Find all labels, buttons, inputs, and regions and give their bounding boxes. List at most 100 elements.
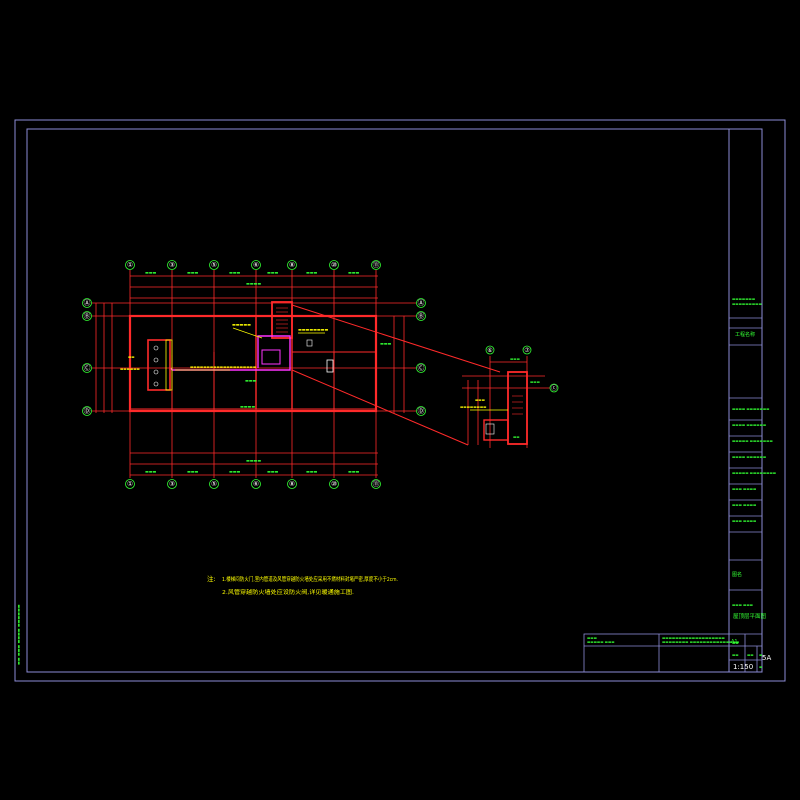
axis-bubble-label: ⑪: [373, 261, 380, 269]
svg-text:▬▬▬: ▬▬▬: [267, 469, 279, 474]
axis-bubble-circle: [549, 383, 559, 393]
axis-bubble-right: Ⓐ: [416, 298, 426, 308]
axis-bubble-circle: [82, 311, 92, 321]
svg-text:▬▬▬: ▬▬▬: [229, 469, 241, 474]
axis-bubble-label: Ⓓ: [84, 407, 91, 415]
axis-bubble-circle: [485, 345, 495, 355]
axis-bubble-left: Ⓓ: [82, 406, 92, 416]
svg-text:▬▬▬▬▬ ▬▬▬▬▬▬▬: ▬▬▬▬▬ ▬▬▬▬▬▬▬: [732, 439, 773, 443]
svg-text:▬▬▬▬ ▬▬▬▬▬▬▬: ▬▬▬▬ ▬▬▬▬▬▬▬: [732, 407, 770, 411]
svg-text:▬▬▬▬▬▬▬▬▬▬▬▬▬▬▬▬▬▬▬: ▬▬▬▬▬▬▬▬▬▬▬▬▬▬▬▬▬▬▬: [662, 636, 725, 640]
axis-bubble-label: ①: [127, 261, 133, 269]
axis-bubble-bottom: ⑩: [329, 479, 339, 489]
detail-axis-bubble-right: ⓒ: [549, 383, 559, 393]
axis-bubble-label: ③: [169, 261, 175, 269]
svg-text:▬▬▬▬: ▬▬▬▬: [246, 281, 261, 286]
svg-text:▬▬▬: ▬▬▬: [348, 469, 360, 474]
axis-bubble-label: ③: [169, 480, 175, 488]
axis-bubble-label: Ⓑ: [84, 312, 91, 320]
svg-text:▬▬▬ ▬▬▬: ▬▬▬ ▬▬▬: [732, 603, 753, 607]
svg-text:▬▬▬: ▬▬▬: [475, 398, 485, 402]
axis-bubble-label: ①: [127, 480, 133, 488]
axis-bubble-label: Ⓓ: [418, 407, 425, 415]
svg-text:▬▬▬▬▬▬: ▬▬▬▬▬▬: [120, 367, 140, 371]
axis-bubble-top: ①: [125, 260, 135, 270]
axis-bubble-top: ③: [167, 260, 177, 270]
svg-text:▬▬▬▬▬ ▬▬▬▬▬▬▬▬: ▬▬▬▬▬ ▬▬▬▬▬▬▬▬: [732, 471, 776, 475]
axis-bubble-circle: [125, 479, 135, 489]
sheet-number: 5A: [762, 654, 771, 662]
axis-bubble-label: Ⓒ: [84, 364, 91, 372]
svg-text:▬▬: ▬▬: [732, 653, 739, 657]
svg-text:▬▬▬▬▬▬▬▬ ▬▬▬▬▬▬▬▬▬▬▬▬▬▬▬: ▬▬▬▬▬▬▬▬ ▬▬▬▬▬▬▬▬▬▬▬▬▬▬▬: [662, 640, 739, 644]
axis-bubble-label: ⑩: [331, 480, 337, 488]
axis-bubble-top: ⑪: [371, 260, 381, 270]
axis-bubble-circle: [416, 311, 426, 321]
axis-bubble-circle: [82, 298, 92, 308]
svg-text:▬▬▬▬ ▬▬▬▬▬▬: ▬▬▬▬ ▬▬▬▬▬▬: [732, 455, 766, 459]
svg-text:▬▬▬▬▬ ▬▬▬: ▬▬▬▬▬ ▬▬▬: [587, 640, 615, 644]
axis-bubble-label: ⑥: [253, 480, 259, 488]
title-block: ▬▬▬▬▬▬▬ ▬▬▬▬▬▬▬▬▬ ▬▬▬▬ ▬▬▬▬▬▬▬ ▬▬▬▬ ▬▬▬▬…: [583, 297, 776, 673]
axis-bubble-label: Ⓐ: [84, 299, 91, 307]
axis-bubble-circle: [125, 260, 135, 270]
axis-bubble-label: ⑩: [331, 261, 337, 269]
axis-bubble-bottom: ①: [125, 479, 135, 489]
svg-text:▬▬▬▬ ▬▬▬▬▬▬: ▬▬▬▬ ▬▬▬▬▬▬: [732, 423, 766, 427]
axis-bubble-label: ⑦: [524, 347, 530, 354]
axis-bubble-top: ⑧: [287, 260, 297, 270]
axis-bubble-label: Ⓐ: [418, 299, 425, 307]
axis-bubble-label: ⑥: [253, 261, 259, 269]
axis-bubble-top: ⑤: [209, 260, 219, 270]
axis-bubble-top: ⑩: [329, 260, 339, 270]
svg-text:▬▬▬▬▬▬▬▬: ▬▬▬▬▬▬▬▬: [298, 327, 328, 332]
svg-text:▬▬: ▬▬: [732, 641, 739, 645]
svg-text:▬▬: ▬▬: [128, 355, 135, 359]
svg-text:▬▬▬▬▬: ▬▬▬▬▬: [232, 322, 251, 327]
axis-bubble-bottom: ③: [167, 479, 177, 489]
axis-bubble-left: Ⓒ: [82, 363, 92, 373]
axis-bubble-bottom: ⑤: [209, 479, 219, 489]
axis-bubble-bottom: ⑧: [287, 479, 297, 489]
axis-bubble-label: ⑤: [211, 480, 217, 488]
general-notes: 注: 1.楼梯间防火门,室内管道及风管穿越防火墙处应采用不燃材料封堵严密,厚度不…: [207, 574, 398, 596]
axis-bubble-right: Ⓑ: [416, 311, 426, 321]
axis-bubble-left: Ⓑ: [82, 311, 92, 321]
axis-bubble-circle: [522, 345, 532, 355]
svg-text:▬▬▬▬▬▬▬: ▬▬▬▬▬▬▬: [732, 297, 755, 301]
main-floor-plan: ▬▬▬▬▬ ▬▬▬▬▬▬▬▬ ▬▬▬▬▬▬▬▬▬▬▬▬▬▬▬▬▬▬▬▬ ▬▬▬▬…: [92, 270, 416, 478]
axis-bubble-circle: [416, 363, 426, 373]
axis-bubble-circle: [167, 479, 177, 489]
axis-bubble-label: ⑥: [487, 347, 492, 354]
svg-text:▬▬▬: ▬▬▬: [348, 270, 360, 275]
axis-bubble-circle: [209, 479, 219, 489]
detail-callout-line-top: [291, 304, 501, 373]
drawing-name: 屋顶层平面图: [733, 612, 767, 620]
svg-text:▬▬▬: ▬▬▬: [245, 378, 257, 383]
notes-line-2: 2.风管穿越防火墙处应设防火阀,详见暖通施工图.: [222, 588, 354, 596]
notes-prefix: 注:: [207, 574, 216, 583]
axis-bubble-bottom: ⑪: [371, 479, 381, 489]
axis-bubble-circle: [167, 260, 177, 270]
svg-text:▬: ▬: [759, 653, 762, 657]
axis-bubble-top: ⑥: [251, 260, 261, 270]
axis-bubble-label: ⑪: [373, 480, 380, 488]
axis-bubble-right: Ⓓ: [416, 406, 426, 416]
svg-text:▬▬▬▬▬▬▬▬▬▬▬▬▬▬▬▬▬▬▬▬: ▬▬▬▬▬▬▬▬▬▬▬▬▬▬▬▬▬▬▬▬: [190, 365, 256, 369]
axis-bubble-circle: [416, 406, 426, 416]
axis-bubble-circle: [82, 406, 92, 416]
axis-bubble-label: ⑤: [211, 261, 217, 269]
svg-text:▬▬▬▬▬▬▬▬▬: ▬▬▬▬▬▬▬▬▬: [732, 302, 762, 306]
axis-bubble-circle: [371, 260, 381, 270]
svg-text:▬▬▬ ▬▬▬▬: ▬▬▬ ▬▬▬▬: [732, 487, 756, 491]
axis-bubble-label: ⑧: [289, 261, 295, 269]
svg-text:▬▬: ▬▬: [513, 435, 520, 439]
axis-bubble-circle: [416, 298, 426, 308]
svg-text:▬▬▬: ▬▬▬: [380, 341, 392, 346]
svg-text:▬▬▬ ▬▬▬▬: ▬▬▬ ▬▬▬▬: [732, 519, 756, 523]
svg-text:▬▬▬: ▬▬▬: [306, 469, 318, 474]
svg-text:▬: ▬: [759, 665, 762, 669]
axis-bubble-circle: [251, 260, 261, 270]
